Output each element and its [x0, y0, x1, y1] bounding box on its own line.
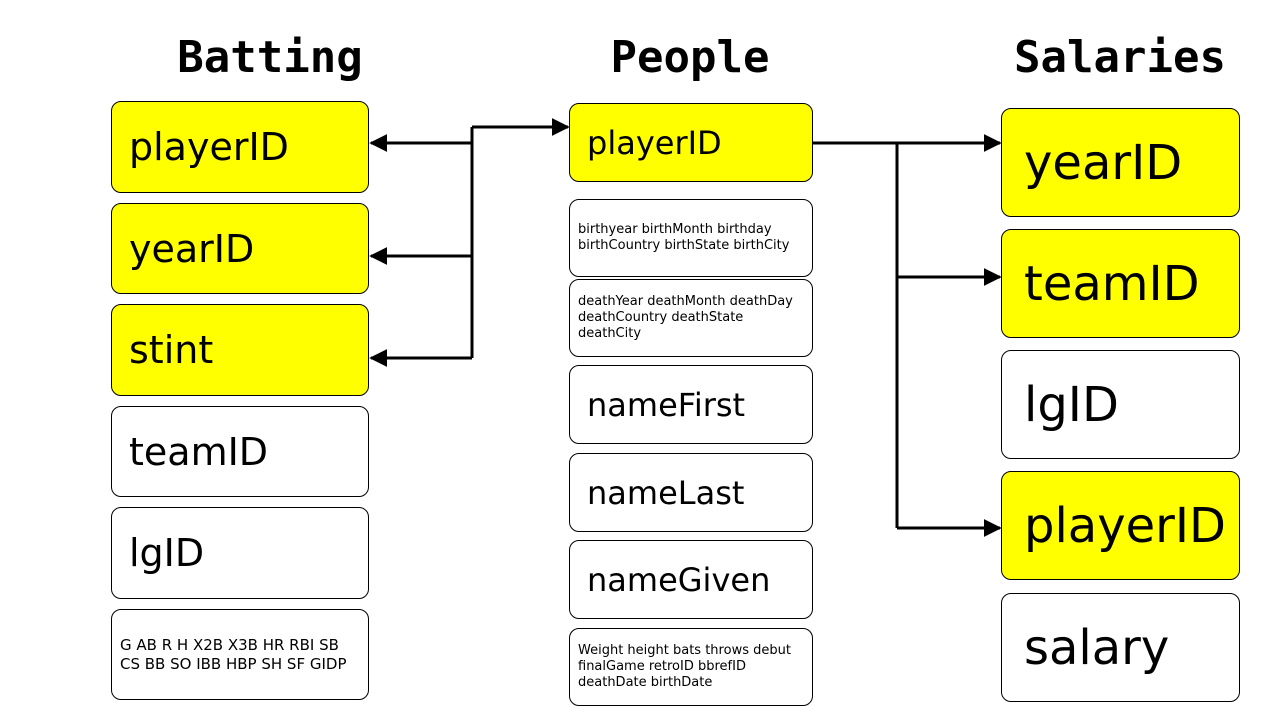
people-field-namefirst: nameFirst — [569, 365, 813, 444]
salaries-field-yearid: yearID — [1001, 108, 1240, 217]
salaries-field-salary: salary — [1001, 593, 1240, 702]
batting-field-playerid: playerID — [111, 101, 369, 193]
salaries-field-lgid: lgID — [1001, 350, 1240, 459]
batting-table-title: Batting — [177, 32, 363, 83]
batting-field-yearid: yearID — [111, 203, 369, 294]
people-table-title: People — [610, 32, 770, 83]
salaries-field-teamid: teamID — [1001, 229, 1240, 338]
batting-other-fields: G AB R H X2B X3B HR RBI SB CS BB SO IBB … — [111, 609, 369, 700]
salaries-table-title: Salaries — [1014, 32, 1226, 83]
batting-field-lgid: lgID — [111, 507, 369, 599]
people-field-namelast: nameLast — [569, 453, 813, 532]
people-field-namegiven: nameGiven — [569, 540, 813, 619]
people-death-fields: deathYear deathMonth deathDay deathCount… — [569, 279, 813, 357]
batting-field-stint: stint — [111, 304, 369, 396]
salaries-field-playerid: playerID — [1001, 471, 1240, 580]
people-field-playerid: playerID — [569, 103, 813, 182]
people-other-fields: Weight height bats throws debut finalGam… — [569, 628, 813, 706]
batting-field-teamid: teamID — [111, 406, 369, 497]
people-birth-fields: birthyear birthMonth birthday birthCount… — [569, 199, 813, 277]
